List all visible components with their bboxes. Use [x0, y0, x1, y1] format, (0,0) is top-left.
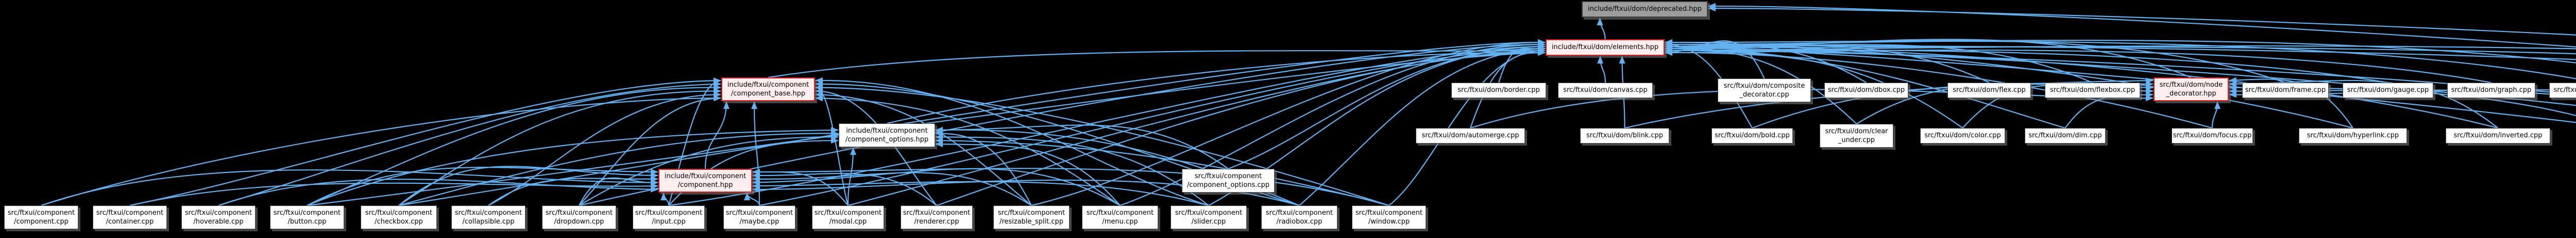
edge-comp_base-to-elements	[768, 47, 1546, 78]
graph-node-automerge[interactable]: src/ftxui/dom/automerge.cpp	[1416, 128, 1525, 144]
edge-c_checkbox-to-comp_hpp	[398, 166, 658, 206]
graph-node-border[interactable]: src/ftxui/dom/border.cpp	[1451, 83, 1546, 98]
graph-node-c_hoverable[interactable]: src/ftxui/component /hoverable.cpp	[181, 205, 256, 229]
edge-c_input-to-comp_hpp	[660, 193, 670, 206]
graph-node-deprecated[interactable]: include/ftxui/dom/deprecated.hpp	[1582, 1, 1708, 18]
edge-comp_hpp-to-comp_base	[704, 101, 730, 169]
graph-node-comp_base[interactable]: include/ftxui/component /component_base.…	[721, 77, 815, 101]
edge-c_hoverable-to-comp_base	[218, 81, 721, 207]
graph-node-blink[interactable]: src/ftxui/dom/blink.cpp	[1580, 128, 1669, 144]
edge-c_window-to-comp_base	[815, 84, 1389, 207]
graph-node-c_menu[interactable]: src/ftxui/component /menu.cpp	[1082, 205, 1158, 229]
edge-dim-to-elements	[1665, 47, 2065, 129]
edge-c_resizable-to-comp_base	[815, 91, 1032, 206]
edge-c_input-to-elements	[668, 43, 1546, 207]
edge-c_checkbox-to-comp_opts_hpp	[398, 130, 839, 207]
edge-focus-to-node_dec	[2211, 101, 2221, 129]
edge-c_container-to-comp_hpp	[129, 182, 658, 207]
graph-node-c_button[interactable]: src/ftxui/component /button.cpp	[270, 205, 344, 229]
graph-node-gauge[interactable]: src/ftxui/dom/gauge.cpp	[2343, 83, 2433, 98]
edge-c_radiobox-to-elements	[1299, 45, 1546, 206]
graph-node-comp_opts_hpp[interactable]: include/ftxui/component /component_optio…	[839, 123, 935, 147]
edge-gridbox-to-elements	[1665, 39, 2576, 80]
edge-c_renderer-to-comp_hpp	[752, 172, 937, 206]
graph-node-dim[interactable]: src/ftxui/dom/dim.cpp	[2025, 128, 2106, 144]
graph-node-c_maybe[interactable]: src/ftxui/component /maybe.cpp	[723, 205, 795, 229]
graph-node-gridbox[interactable]: src/ftxui/dom/gridbox.cpp	[2549, 83, 2576, 98]
edge-c_window-to-comp_opts_hpp	[935, 137, 1389, 207]
graph-node-node_dec[interactable]: src/ftxui/dom/node _decorator.hpp	[2154, 77, 2229, 101]
edge-c_hoverable-to-comp_hpp	[218, 179, 658, 207]
edge-c_button-to-comp_hpp	[307, 167, 658, 206]
edge-graph-to-elements	[1665, 49, 2492, 84]
edge-c_menu-to-comp_opts_hpp	[935, 141, 1121, 206]
graph-node-c_modal[interactable]: src/ftxui/component /modal.cpp	[812, 205, 884, 229]
edge-c_maybe-to-elements	[759, 45, 1546, 207]
edge-c_checkbox-to-elements	[398, 39, 1546, 207]
edge-node_dec-to-elements	[1665, 39, 2192, 78]
graph-node-c_renderer[interactable]: src/ftxui/component /renderer.cpp	[901, 205, 973, 229]
edge-hyperlink-to-elements	[1665, 39, 2353, 129]
edge-c_menu-to-elements	[1120, 41, 1546, 207]
graph-node-canvas[interactable]: src/ftxui/dom/canvas.cpp	[1558, 83, 1653, 98]
graph-node-composite[interactable]: src/ftxui/dom/composite _decorator.cpp	[1718, 78, 1811, 102]
edge-hbox-to-elements	[1665, 39, 2576, 64]
graph-node-c_slider[interactable]: src/ftxui/component /slider.cpp	[1171, 205, 1247, 229]
edge-c_maybe-to-comp_hpp	[744, 193, 760, 206]
edge-scroll_ind-to-elements	[1665, 47, 2576, 96]
edge-c_component-to-comp_base	[41, 95, 721, 207]
graph-node-elements[interactable]: include/ftxui/dom/elements.hpp	[1546, 39, 1665, 56]
graph-node-hyperlink[interactable]: src/ftxui/dom/hyperlink.cpp	[2299, 128, 2407, 144]
edge-paragraph-to-deprecated	[1708, 3, 2576, 47]
edge-dim-to-node_dec	[2064, 91, 2154, 129]
graph-node-color[interactable]: src/ftxui/dom/color.cpp	[1920, 128, 2005, 144]
graph-node-dbox[interactable]: src/ftxui/dom/dbox.cpp	[1824, 83, 1908, 98]
graph-node-focus[interactable]: src/ftxui/dom/focus.cpp	[2172, 128, 2253, 144]
graph-node-frame[interactable]: src/ftxui/dom/frame.cpp	[2242, 83, 2329, 98]
graph-node-c_resizable[interactable]: src/ftxui/component /resizable_split.cpp	[993, 205, 1070, 229]
graph-node-c_collapsible[interactable]: src/ftxui/component /collapsible.cpp	[451, 205, 526, 229]
edge-c_resizable-to-comp_opts_hpp	[935, 130, 1032, 206]
edge-linear_gradient-to-elements	[1665, 45, 2576, 106]
graph-node-c_checkbox[interactable]: src/ftxui/component /checkbox.cpp	[361, 205, 437, 229]
graph-node-clear_under[interactable]: src/ftxui/dom/clear _under.cpp	[1820, 124, 1893, 148]
edge-c_modal-to-comp_opts_hpp	[847, 147, 856, 206]
edge-focus-to-elements	[1665, 49, 2213, 129]
graph-node-bold[interactable]: src/ftxui/dom/bold.cpp	[1711, 128, 1793, 144]
edge-c_slider-to-comp_base	[815, 77, 1209, 207]
edge-canvas-to-elements	[1597, 56, 1606, 83]
graph-node-flexbox[interactable]: src/ftxui/dom/flexbox.cpp	[2045, 83, 2140, 98]
edge-c_button-to-comp_opts_hpp	[307, 127, 839, 207]
edge-c_collapsible-to-comp_base	[488, 91, 721, 206]
edge-c_window-to-elements	[1388, 47, 1546, 206]
graph-node-c_dropdown[interactable]: src/ftxui/component /dropdown.cpp	[542, 205, 616, 229]
edge-elements-to-deprecated	[1597, 18, 1606, 40]
graph-node-graph[interactable]: src/ftxui/dom/graph.cpp	[2447, 83, 2535, 98]
graph-node-comp_hpp[interactable]: include/ftxui/component /component.hpp	[658, 169, 752, 193]
edge-c_slider-to-comp_hpp	[752, 181, 1209, 207]
graph-node-c_component[interactable]: src/ftxui/component /component.cpp	[4, 205, 78, 229]
graph-node-flex[interactable]: src/ftxui/dom/flex.cpp	[1947, 83, 2031, 98]
edge-c_component-to-comp_hpp	[41, 169, 658, 207]
edge-c_renderer-to-comp_base	[815, 88, 937, 206]
edge-text-to-elements	[1665, 45, 2576, 54]
graph-node-c_input[interactable]: src/ftxui/component /input.cpp	[633, 205, 705, 229]
graph-node-c_radiobox[interactable]: src/ftxui/component /radiobox.cpp	[1261, 205, 1337, 229]
graph-node-c_container[interactable]: src/ftxui/component /container.cpp	[93, 205, 167, 229]
graph-node-opts_cpp[interactable]: src/ftxui/component /component_options.c…	[1182, 169, 1275, 193]
edge-c_dropdown-to-comp_hpp	[579, 177, 658, 206]
graph-node-inverted[interactable]: src/ftxui/dom/inverted.cpp	[2446, 128, 2550, 144]
edge-c_dropdown-to-comp_opts_hpp	[579, 134, 839, 206]
graph-node-c_window[interactable]: src/ftxui/component /window.cpp	[1352, 205, 1426, 229]
edge-c_resizable-to-elements	[1031, 39, 1546, 207]
edge-c_window-to-comp_hpp	[752, 168, 1389, 207]
edge-italic-to-elements	[1665, 43, 2576, 123]
edge-c_button-to-comp_base	[307, 84, 721, 207]
edge-c_dropdown-to-comp_base	[579, 95, 721, 206]
edge-text-to-deprecated	[1708, 5, 2576, 36]
edge-c_checkbox-to-comp_base	[398, 88, 721, 206]
edge-c_container-to-comp_base	[129, 77, 721, 207]
